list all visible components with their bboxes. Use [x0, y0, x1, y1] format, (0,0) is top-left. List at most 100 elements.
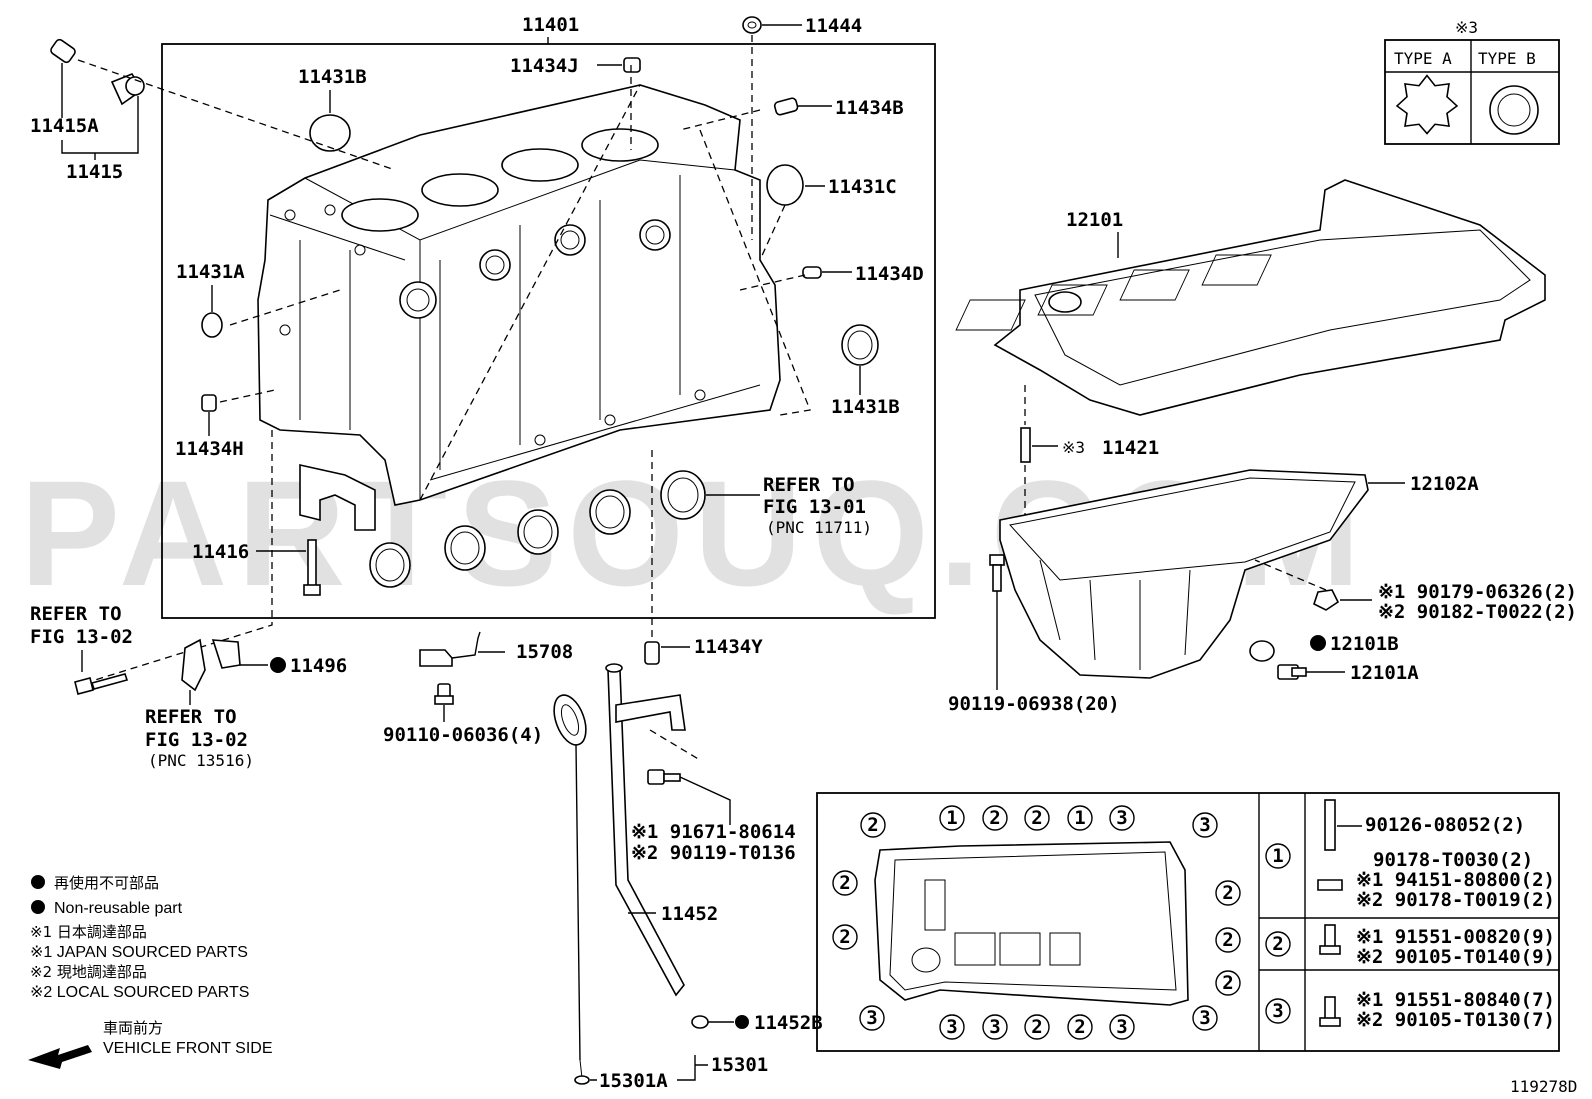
legend-front-en: VEHICLE FRONT SIDE [103, 1040, 273, 1057]
refer-1-line2: FIG 13-01 [763, 496, 866, 518]
oring-11452b-icon[interactable] [691, 1015, 709, 1029]
bolt-table-r1-b: 90178-T0030(2) [1373, 849, 1533, 871]
plug-11431c-icon[interactable] [766, 164, 804, 206]
bolt-table-r1-d: ※2 90178-T0019(2) [1356, 889, 1555, 911]
label-11421: 11421 [1102, 437, 1159, 459]
label-11415a: 11415A [30, 115, 99, 137]
label-11434h: 11434H [175, 438, 244, 460]
bolt-table-r3-a: ※1 91551-80840(7) [1356, 989, 1555, 1011]
label-11434d: 11434D [855, 263, 924, 285]
pan-callout-bottom-2-circle [1024, 1014, 1050, 1040]
stud-11421-icon[interactable] [1020, 427, 1031, 463]
pan-callout-bottom-2: 2 [1031, 1016, 1042, 1038]
dipstick-guide-11452[interactable] [605, 663, 686, 997]
refer-2-line1: REFER TO [30, 603, 122, 625]
pan-callout-top-1: 1 [946, 807, 957, 829]
pan-callout-top-0: 2 [867, 814, 878, 836]
legend-japan-en: ※1 JAPAN SOURCED PARTS [30, 944, 248, 961]
bolt-refer-13-02-icon[interactable] [74, 673, 129, 695]
pan-callout-right-2-circle [1215, 970, 1241, 996]
label-12102a: 12102A [1410, 473, 1479, 495]
oring-15301a-icon[interactable] [574, 1075, 590, 1085]
pan-callout-bottom-5: 3 [1199, 1007, 1210, 1029]
pan-callout-right-2: 2 [1222, 972, 1233, 994]
legend-nonreusable-jp: 再使用不可部品 [54, 874, 159, 892]
refer-3-line2: FIG 13-02 [145, 729, 248, 751]
label-11401: 11401 [522, 14, 579, 36]
legend-japan-jp: ※1 日本調達部品 [30, 923, 147, 941]
bearing-cap-icon[interactable] [299, 464, 376, 596]
bolt-table-r3-b: ※2 90105-T0130(7) [1356, 1009, 1555, 1031]
nonreusable-dot-11496 [270, 657, 286, 673]
pan-callout-top-0-circle [860, 812, 886, 838]
cylinder-block[interactable] [257, 84, 781, 506]
gasket-12101b-icon[interactable] [1249, 640, 1275, 662]
pin-11434y-icon[interactable] [644, 641, 660, 665]
pin-11434h-icon[interactable] [201, 394, 217, 412]
type-table [1384, 39, 1560, 145]
dipstick-15301[interactable] [548, 691, 592, 1079]
legend-front-jp: 車両前方 [103, 1019, 163, 1037]
legend-local-jp: ※2 現地調達部品 [30, 963, 147, 981]
label-90179-a: ※1 90179-06326(2) [1378, 581, 1577, 603]
pin-11434d-icon[interactable] [802, 266, 822, 279]
label-11434y: 11434Y [694, 636, 763, 658]
pan-callout-top-4: 1 [1074, 807, 1085, 829]
pan-callout-bottom-0: 3 [946, 1016, 957, 1038]
bolt-table-r2-b: ※2 90105-T0140(9) [1356, 946, 1555, 968]
label-11431b-top: 11431B [298, 66, 367, 88]
label-91671-b: ※2 90119-T0136 [631, 842, 796, 864]
plug-11431b-top-icon[interactable] [309, 114, 351, 152]
bolt-90110-icon[interactable] [434, 683, 454, 705]
label-11431b-right: 11431B [831, 396, 900, 418]
type-a-label: TYPE A [1394, 49, 1452, 68]
pan-callout-top-3: 2 [1031, 807, 1042, 829]
pan-callout-top-5: 3 [1116, 807, 1127, 829]
plug-12101a-icon[interactable] [1277, 664, 1307, 680]
fitting-11415-icon[interactable] [49, 38, 145, 106]
legend-dot-jp [31, 875, 45, 889]
bracket-13516-icon[interactable] [181, 638, 206, 692]
plug-11431a-icon[interactable] [201, 312, 223, 338]
refer-1-line1: REFER TO [763, 474, 855, 496]
refer-2-line2: FIG 13-02 [30, 626, 133, 648]
oil-pan-upper-12101[interactable] [955, 179, 1546, 416]
type-b-label: TYPE B [1478, 49, 1536, 68]
pan-callout-bottom-3: 2 [1074, 1016, 1085, 1038]
legend [28, 875, 92, 1069]
nut-90179-icon[interactable] [1313, 589, 1340, 611]
bolt-table-row1-circle [1265, 843, 1291, 869]
pan-callout-top-6-circle [1192, 812, 1218, 838]
plug-11431b-right-icon[interactable] [841, 324, 879, 366]
label-12101b: 12101B [1330, 633, 1399, 655]
refer-3-line3: (PNC 13516) [148, 751, 254, 770]
main-bearings[interactable] [369, 470, 706, 588]
bolt-table-row2-num: 2 [1272, 933, 1283, 955]
oil-pan-lower-12102a[interactable] [999, 469, 1369, 679]
pan-callout-bottom-0-circle [939, 1014, 965, 1040]
label-11421-mark: ※3 [1062, 438, 1085, 457]
label-11444: 11444 [805, 15, 862, 37]
label-15708: 15708 [516, 641, 573, 663]
bolt-table-row3-num: 3 [1272, 1000, 1283, 1022]
label-12101: 12101 [1066, 209, 1123, 231]
pin-11434j-icon[interactable] [623, 57, 641, 73]
label-15301: 15301 [711, 1054, 768, 1076]
figure-number: 119278D [1510, 1077, 1577, 1096]
label-11496: 11496 [290, 655, 347, 677]
pin-11434b-icon[interactable] [773, 97, 799, 116]
pipe-15708-icon[interactable] [419, 631, 505, 667]
pan-callout-bottom-4-circle [1109, 1014, 1135, 1040]
label-11452b: 11452B [754, 1012, 823, 1034]
label-11431a: 11431A [176, 261, 245, 283]
pan-callout-left-2: 3 [866, 1007, 877, 1029]
label-12101a: 12101A [1350, 662, 1419, 684]
label-90110: 90110-06036(4) [383, 724, 543, 746]
plug-11444-icon[interactable] [742, 16, 762, 34]
label-15301a: 15301A [599, 1070, 668, 1092]
bolt-91671-icon[interactable] [647, 769, 681, 785]
label-11434b: 11434B [835, 97, 904, 119]
nonreusable-dot-11452b [735, 1015, 749, 1029]
gasket-11496-icon[interactable] [211, 639, 241, 669]
